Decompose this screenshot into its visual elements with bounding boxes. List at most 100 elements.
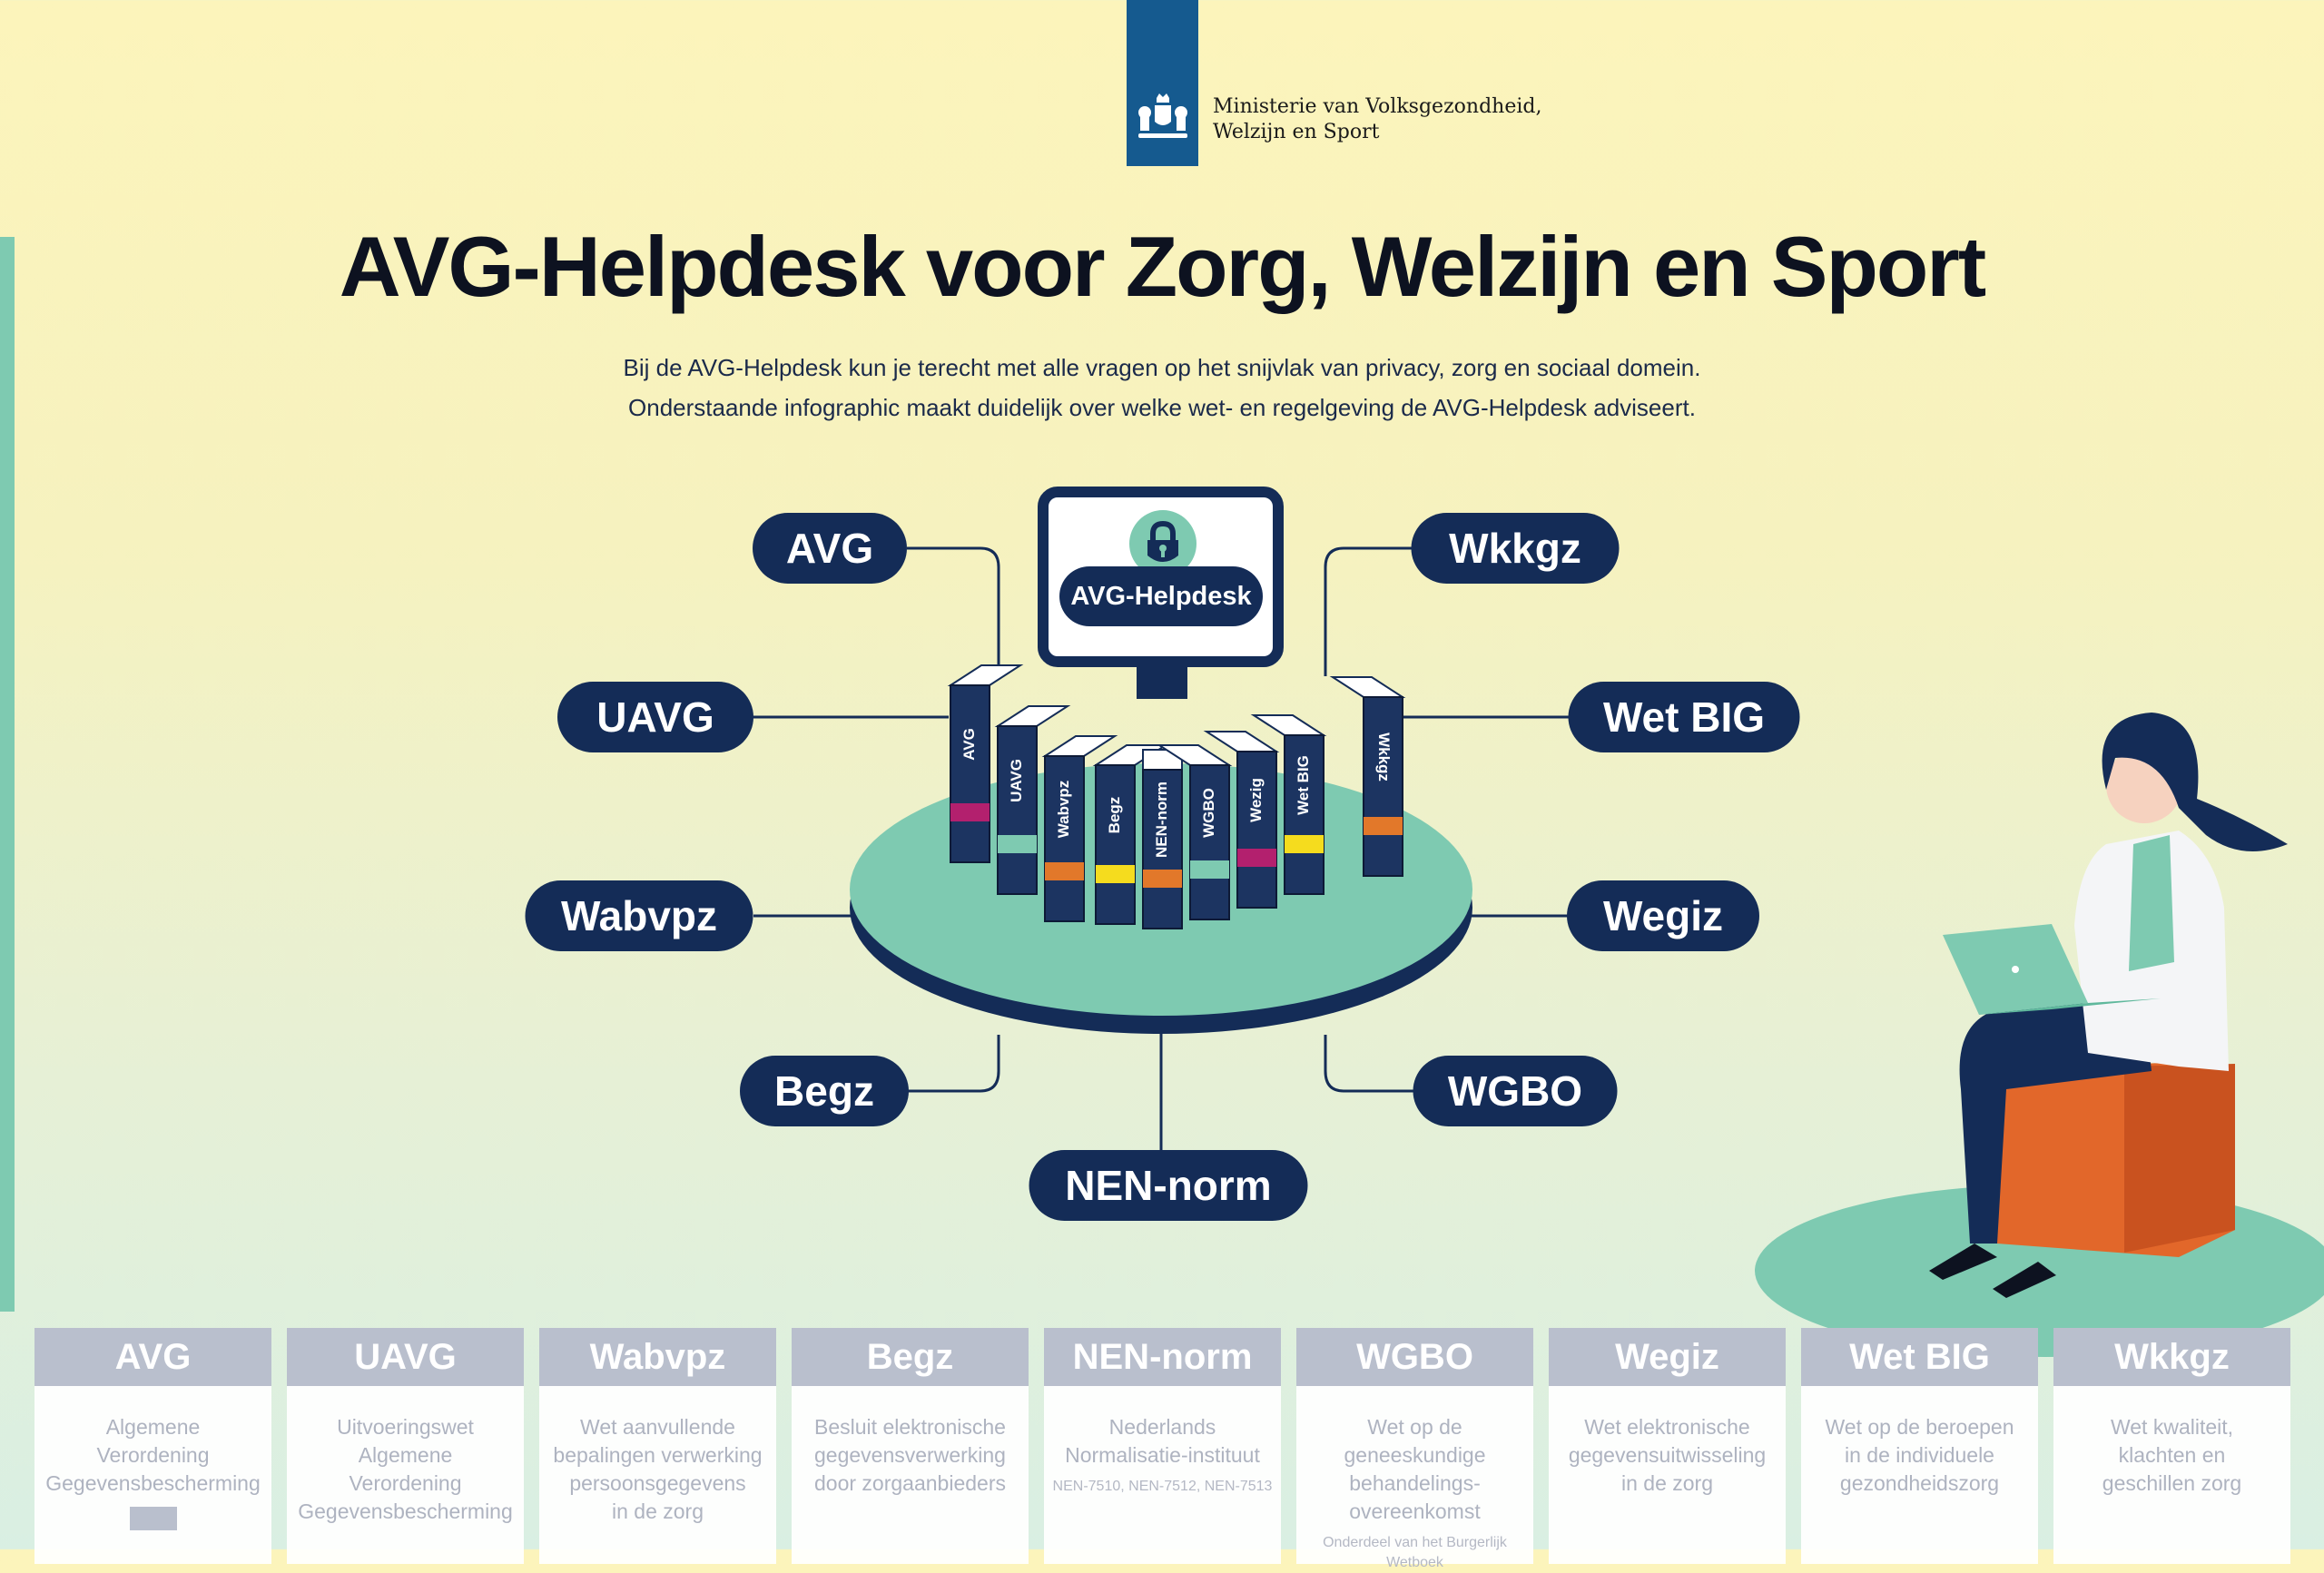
pill-begz: Begz xyxy=(740,1056,909,1126)
ministry-line: Welzijn en Sport xyxy=(1213,121,1380,143)
book-band xyxy=(1364,817,1403,835)
book-spine xyxy=(1236,751,1277,909)
subtitle-line: Bij de AVG-Helpdesk kun je terecht met a… xyxy=(623,354,1701,381)
pill-nen-norm: NEN-norm xyxy=(1029,1150,1308,1221)
subtitle-line: Onderstaande infographic maakt duidelijk… xyxy=(628,394,1696,421)
card-description-line: gegevensverwerking xyxy=(814,1443,1006,1467)
subtitle: Bij de AVG-Helpdesk kun je terecht met a… xyxy=(0,348,2324,428)
card-description: Wet op de beroepen in de individuele gezon… xyxy=(1801,1386,2038,1498)
book: WGBO xyxy=(1156,744,1233,920)
card-title: UAVG xyxy=(287,1328,524,1386)
card-description-line: behandelings- xyxy=(1349,1471,1481,1495)
book-spine xyxy=(1284,734,1324,895)
book-spine xyxy=(1363,696,1403,877)
book-band xyxy=(1190,860,1229,879)
book: Wet BIG xyxy=(1250,714,1327,895)
book-pages xyxy=(994,705,1071,727)
book-label: AVG xyxy=(960,728,978,761)
left-accent-strip xyxy=(0,237,15,1312)
eu-flag-icon xyxy=(129,1507,177,1530)
book: Begz xyxy=(1092,744,1169,925)
card-description-line: Wet op de beroepen xyxy=(1825,1415,2014,1439)
book-band xyxy=(998,835,1037,853)
card-description-line: Wet kwaliteit, xyxy=(2110,1415,2234,1439)
card-description-line: Wet aanvullende xyxy=(580,1415,735,1439)
book-label: Wkkgz xyxy=(1375,732,1393,782)
woman-illustration xyxy=(1755,713,2324,1357)
book-spine xyxy=(997,725,1038,895)
card-description-line: in de zorg xyxy=(1620,1471,1713,1495)
card-description-line: gezondheidszorg xyxy=(1839,1471,2000,1495)
card-description-line: gegevensuitwisseling xyxy=(1568,1443,1767,1467)
avg-helpdesk-label: AVG-Helpdesk xyxy=(1059,566,1263,626)
book-pages xyxy=(1329,676,1406,698)
card-description-line: Besluit elektronische xyxy=(814,1415,1006,1439)
card-title: Wegiz xyxy=(1549,1328,1786,1386)
pill-wkkgz: Wkkgz xyxy=(1411,513,1620,584)
book: Wabvpz xyxy=(1041,735,1118,922)
card-description-line: in de individuele xyxy=(1845,1443,1994,1467)
book: Wkkgz xyxy=(1329,676,1406,877)
book: AVG xyxy=(947,664,1024,863)
card-description-line: Algemene xyxy=(358,1443,453,1467)
book-band xyxy=(1143,870,1182,888)
card-description-line: geschillen zorg xyxy=(2102,1471,2242,1495)
card-description-line: Wet op de xyxy=(1367,1415,1462,1439)
book-band xyxy=(1237,849,1276,867)
card-description-line: Gegevensbescherming xyxy=(298,1499,513,1523)
book-label: WGBO xyxy=(1200,788,1217,838)
book-pages xyxy=(1041,735,1118,757)
book-label: NEN-norm xyxy=(1153,782,1170,858)
card-note: NEN-7510, NEN-7512, NEN-7513 xyxy=(1052,1479,1273,1494)
card-description-line: in de zorg xyxy=(611,1499,704,1523)
card-description-line: persoonsgegevens xyxy=(569,1471,746,1495)
card-title: Wkkgz xyxy=(2053,1328,2290,1386)
pill-wet-big: Wet BIG xyxy=(1568,682,1800,752)
ministry-name: Ministerie van Volksgezondheid, Welzijn … xyxy=(1213,94,1541,145)
book-spine xyxy=(1142,769,1183,929)
book-spine xyxy=(950,684,990,863)
ministry-line: Ministerie van Volksgezondheid, xyxy=(1213,95,1542,118)
card-description-line: Algemene xyxy=(105,1415,201,1439)
law-card: WGBO Wet op de geneeskundige behandelings-o… xyxy=(1296,1328,1533,1570)
card-description-line: Wet elektronische xyxy=(1584,1415,1750,1439)
card-title: WGBO xyxy=(1296,1328,1533,1386)
pill-avg: AVG xyxy=(753,513,907,584)
card-title: AVG xyxy=(34,1328,271,1386)
book-label: Wet BIG xyxy=(1295,755,1312,815)
pill-wgbo: WGBO xyxy=(1413,1056,1618,1126)
book-pages xyxy=(1250,714,1327,736)
book-spine xyxy=(1044,755,1085,922)
coat-of-arms-icon xyxy=(1138,93,1187,138)
book-label: Wabvpz xyxy=(1055,781,1072,839)
card-description-line: Verordening xyxy=(349,1471,462,1495)
government-logo-bar xyxy=(1127,0,1198,166)
book: NEN-norm xyxy=(1142,749,1183,929)
monitor-stand xyxy=(1137,663,1187,699)
book-label: Wezig xyxy=(1247,778,1265,822)
card-description: Wet elektronische gegevensuitwisseling in … xyxy=(1549,1386,1786,1498)
card-description-line: geneeskundige xyxy=(1344,1443,1486,1467)
book: Wezig xyxy=(1203,731,1280,909)
page-title: AVG-Helpdesk voor Zorg, Welzijn en Sport xyxy=(339,219,1986,314)
book-label: Begz xyxy=(1106,797,1123,834)
card-note: Onderdeel van het Burgerlijk Wetboek xyxy=(1323,1535,1507,1570)
book-pages xyxy=(947,664,1024,686)
lock-icon xyxy=(1129,510,1196,577)
book-spine xyxy=(1189,764,1230,920)
book-band xyxy=(1285,835,1324,853)
card-title: Wabvpz xyxy=(539,1328,776,1386)
book-band xyxy=(950,803,990,821)
card-description-line: overeenkomst xyxy=(1349,1499,1481,1523)
